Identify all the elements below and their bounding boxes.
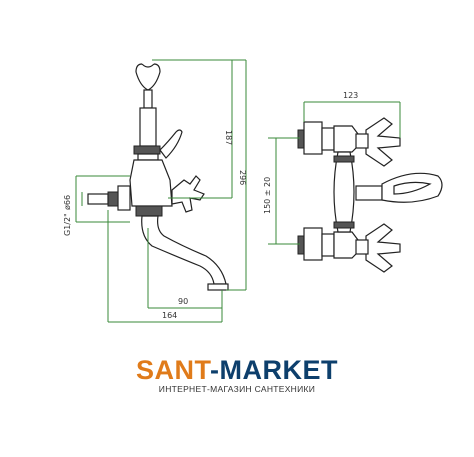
brand-tagline: ИНТЕРНЕТ-МАГАЗИН САНТЕХНИКИ — [158, 384, 316, 394]
brand-name-part1: SANT — [136, 355, 211, 385]
dim-90: 90 — [178, 297, 188, 306]
faucet-front-view — [297, 117, 443, 273]
technical-drawing: 187 296 ø66 G1/2" 90 164 — [63, 59, 443, 323]
dim-164: 164 — [162, 311, 177, 320]
brand-logo: SANT-MARKET — [0, 355, 474, 386]
dim-66: ø66 — [63, 195, 72, 210]
dim-123: 123 — [343, 91, 358, 100]
faucet-side-view — [87, 63, 229, 291]
front-view-dimensions — [268, 101, 401, 245]
side-view-dimensions — [75, 59, 247, 323]
dim-187: 187 — [224, 130, 233, 145]
brand-name-part2: -MARKET — [210, 355, 338, 385]
dim-296: 296 — [238, 170, 247, 185]
dim-thread: G1/2" — [63, 213, 72, 236]
dim-150: 150 ± 20 — [263, 177, 272, 214]
